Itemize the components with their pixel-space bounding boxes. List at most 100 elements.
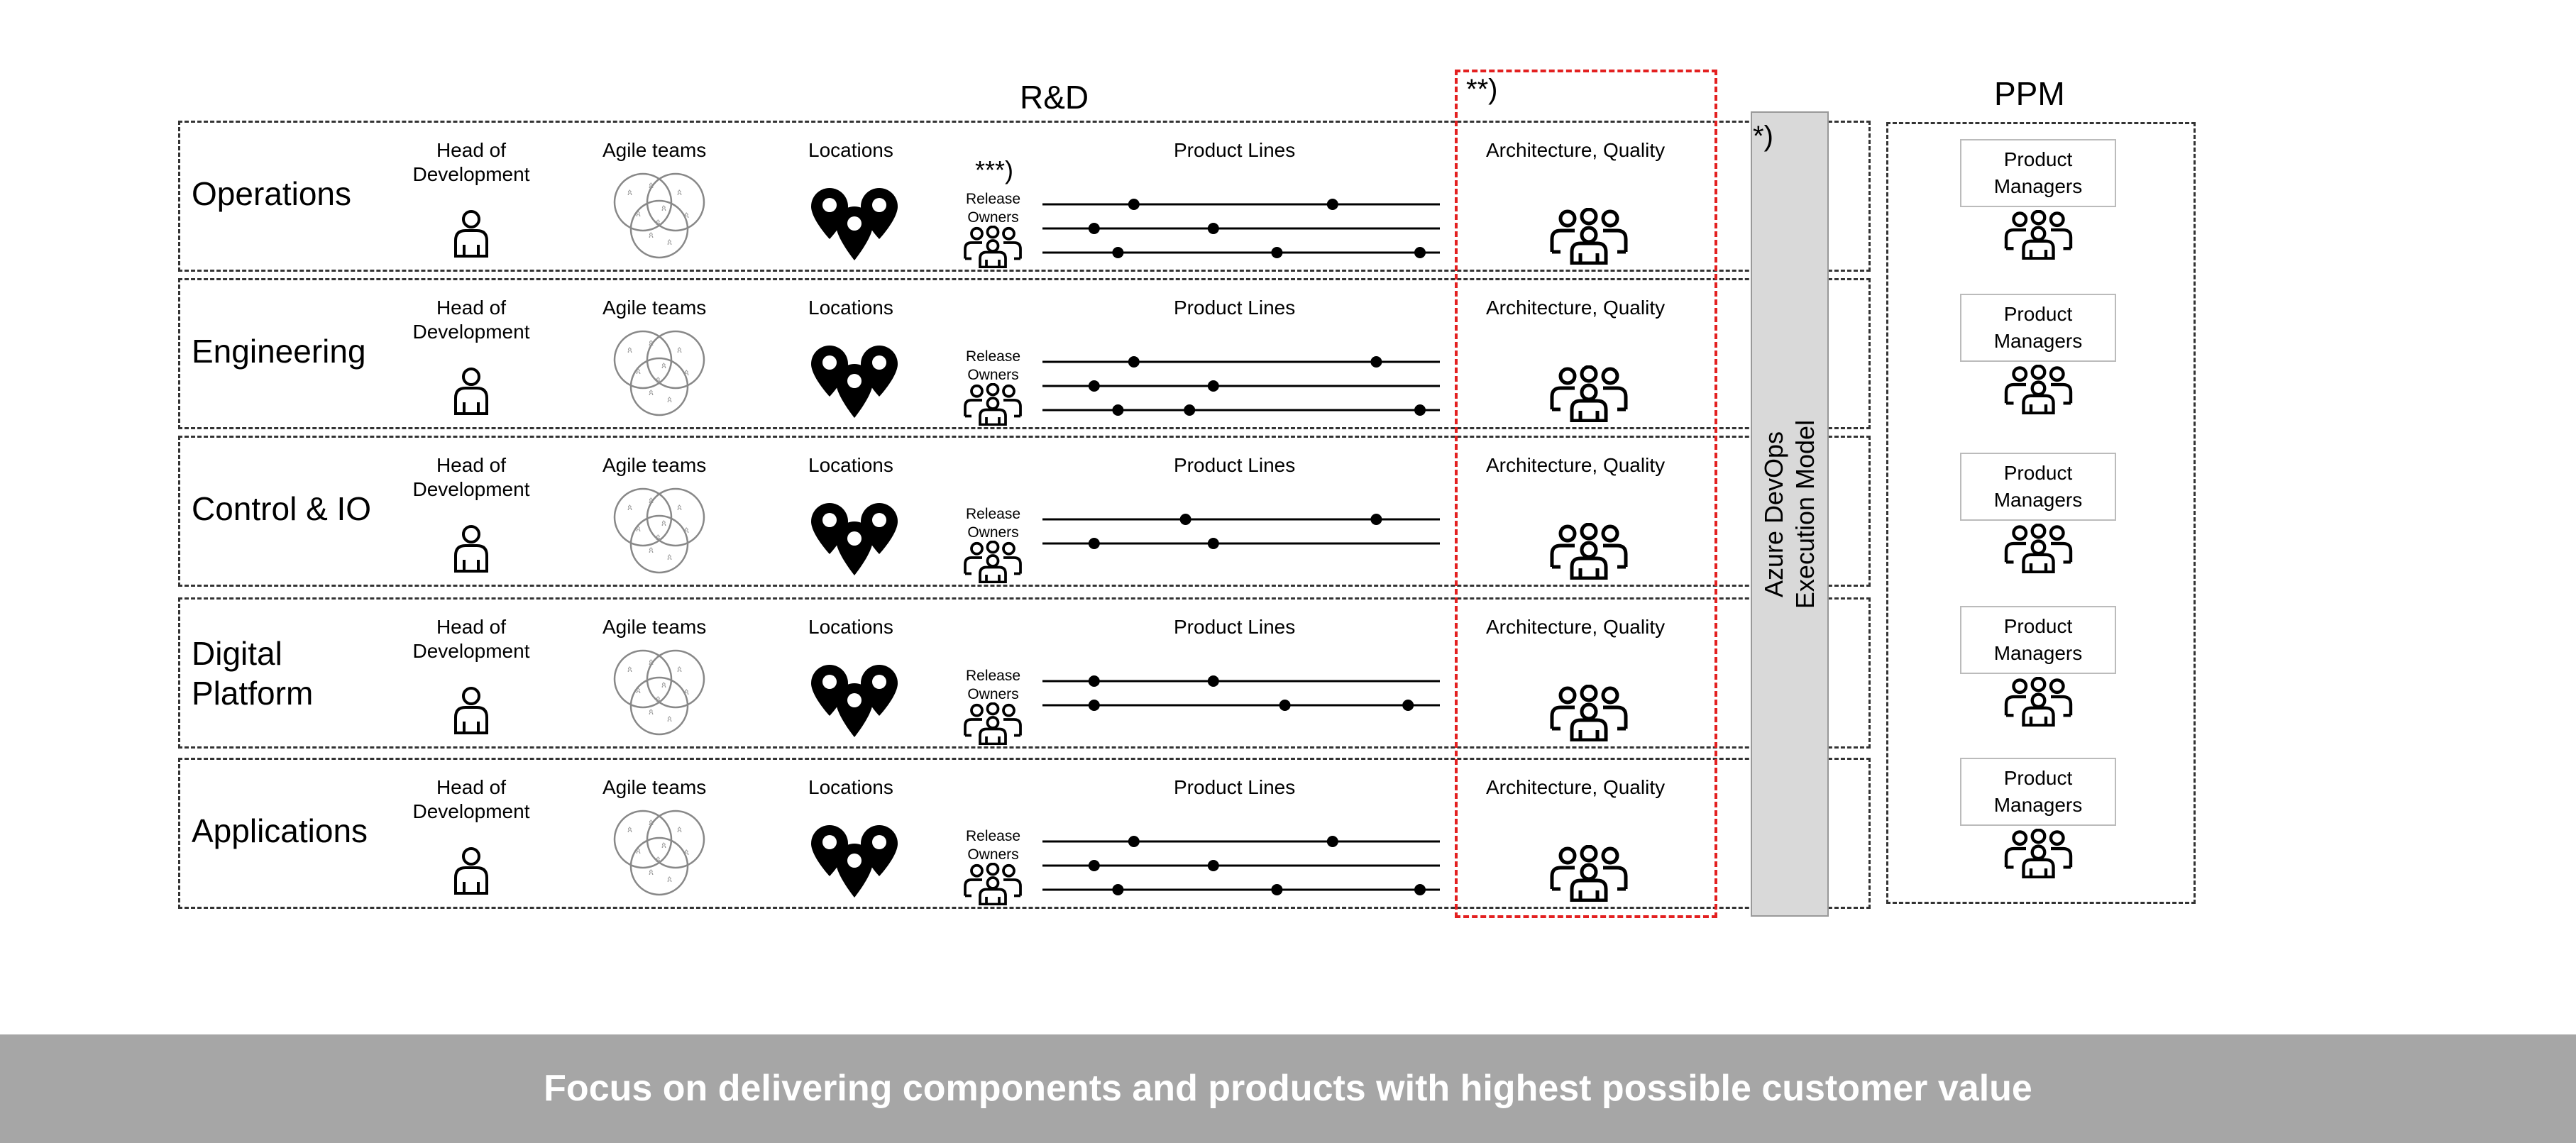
svg-text:ጰ: ጰ bbox=[661, 360, 666, 370]
release-milestone-dot bbox=[1112, 404, 1124, 416]
release-milestone-dot bbox=[1207, 538, 1219, 549]
release-owners-label: Release Owners bbox=[965, 828, 1021, 863]
release-milestone-dot bbox=[1271, 247, 1283, 258]
release-milestone-dot bbox=[1128, 356, 1140, 368]
svg-text:ጰ: ጰ bbox=[684, 210, 689, 220]
svg-text:ጰ: ጰ bbox=[627, 664, 632, 674]
azure-note: *) bbox=[1753, 121, 1773, 152]
svg-text:ጰ: ጰ bbox=[656, 694, 661, 704]
release-owners-label: Release Owners bbox=[965, 348, 1021, 383]
locations-label: Locations bbox=[808, 454, 893, 476]
head-of-development-label: Head of Development bbox=[412, 297, 530, 343]
svg-text:ጰ: ጰ bbox=[667, 237, 672, 247]
release-milestone-dot bbox=[1414, 404, 1426, 416]
svg-text:ጰ: ጰ bbox=[667, 552, 672, 562]
locations-label: Locations bbox=[808, 139, 893, 161]
architecture-quality-label: Architecture, Quality bbox=[1486, 297, 1666, 319]
svg-text:ጰ: ጰ bbox=[649, 180, 654, 190]
product-lines-label: Product Lines bbox=[1174, 297, 1296, 319]
svg-text:ጰ: ጰ bbox=[649, 230, 654, 240]
svg-text:ጰ: ጰ bbox=[677, 345, 682, 355]
svg-text:ጰ: ጰ bbox=[636, 685, 641, 695]
svg-text:ጰ: ጰ bbox=[677, 664, 682, 674]
team-group-icon bbox=[2001, 523, 2076, 577]
product-managers-box: Product Managers bbox=[1960, 294, 2116, 362]
person-icon bbox=[450, 523, 492, 578]
svg-text:ጰ: ጰ bbox=[627, 187, 632, 197]
azure-devops-bar: Azure DevOps Execution Model bbox=[1751, 111, 1829, 917]
release-milestone-dot bbox=[1207, 380, 1219, 392]
release-milestone-dot bbox=[1088, 675, 1100, 687]
rd-header: R&D bbox=[1020, 79, 1089, 116]
agile-teams-label: Agile teams bbox=[602, 776, 707, 798]
ppm-header: PPM bbox=[1994, 75, 2065, 112]
ppm-box bbox=[1886, 122, 2196, 904]
architecture-quality-label: Architecture, Quality bbox=[1486, 139, 1666, 161]
location-pins-icon bbox=[808, 185, 901, 267]
svg-text:ጰ: ጰ bbox=[677, 824, 682, 834]
division-name: Operations bbox=[192, 175, 352, 212]
svg-text:ጰ: ጰ bbox=[661, 840, 666, 850]
team-group-icon bbox=[1546, 365, 1631, 426]
svg-text:ጰ: ጰ bbox=[627, 345, 632, 355]
svg-text:ጰ: ጰ bbox=[677, 502, 682, 512]
division-name: Applications bbox=[192, 812, 368, 849]
location-pins-icon bbox=[808, 343, 901, 424]
azure-devops-label: Azure DevOps Execution Model bbox=[1758, 408, 1821, 621]
release-milestone-dot bbox=[1179, 514, 1191, 525]
locations-label: Locations bbox=[808, 297, 893, 319]
product-lines-label: Product Lines bbox=[1174, 616, 1296, 638]
release-milestone-dot bbox=[1088, 860, 1100, 871]
release-milestone-dot bbox=[1207, 860, 1219, 871]
location-pins-icon bbox=[808, 822, 901, 904]
svg-text:ጰ: ጰ bbox=[649, 867, 654, 877]
agile-teams-label: Agile teams bbox=[602, 616, 707, 638]
product-managers-box: Product Managers bbox=[1960, 758, 2116, 826]
svg-text:ጰ: ጰ bbox=[684, 847, 689, 857]
release-milestone-dot bbox=[1414, 884, 1426, 895]
release-milestone-dot bbox=[1184, 404, 1196, 416]
svg-text:ጰ: ጰ bbox=[677, 187, 682, 197]
architecture-quality-column bbox=[1455, 70, 1717, 918]
release-owners-label: Release Owners bbox=[965, 191, 1021, 226]
svg-text:ጰ: ጰ bbox=[649, 545, 654, 555]
release-milestone-dot bbox=[1326, 836, 1338, 847]
release-milestone-dot bbox=[1326, 199, 1338, 210]
team-group-icon bbox=[2001, 676, 2076, 730]
svg-text:ጰ: ጰ bbox=[656, 532, 661, 542]
release-milestone-dot bbox=[1112, 884, 1124, 895]
product-managers-box: Product Managers bbox=[1960, 139, 2116, 207]
svg-text:ጰ: ጰ bbox=[649, 495, 654, 505]
release-milestone-dot bbox=[1088, 380, 1100, 392]
division-name: Digital Platform bbox=[192, 635, 314, 712]
product-managers-box: Product Managers bbox=[1960, 453, 2116, 521]
svg-text:ጰ: ጰ bbox=[636, 366, 641, 376]
svg-text:ጰ: ጰ bbox=[661, 518, 666, 528]
agile-teams-label: Agile teams bbox=[602, 297, 707, 319]
svg-text:ጰ: ጰ bbox=[649, 657, 654, 667]
team-group-icon bbox=[1546, 207, 1631, 268]
svg-text:ጰ: ጰ bbox=[636, 524, 641, 534]
product-lines-diagram bbox=[1042, 514, 1440, 549]
product-lines-diagram bbox=[1042, 356, 1440, 416]
svg-text:ጰ: ጰ bbox=[636, 209, 641, 219]
svg-text:ጰ: ጰ bbox=[661, 680, 666, 690]
product-lines-diagram bbox=[1042, 675, 1440, 711]
team-group-icon bbox=[961, 862, 1025, 909]
svg-text:ጰ: ጰ bbox=[656, 854, 661, 864]
svg-text:ጰ: ጰ bbox=[649, 817, 654, 827]
product-lines-diagram bbox=[1042, 836, 1440, 895]
team-group-icon bbox=[961, 702, 1025, 749]
division-row: Applications Head of Development Agile te… bbox=[178, 758, 1871, 909]
person-icon bbox=[450, 685, 492, 739]
release-milestone-dot bbox=[1088, 700, 1100, 711]
release-owners-note: ***) bbox=[975, 155, 1014, 184]
release-milestone-dot bbox=[1128, 836, 1140, 847]
head-of-development-label: Head of Development bbox=[412, 776, 530, 822]
locations-label: Locations bbox=[808, 616, 893, 638]
